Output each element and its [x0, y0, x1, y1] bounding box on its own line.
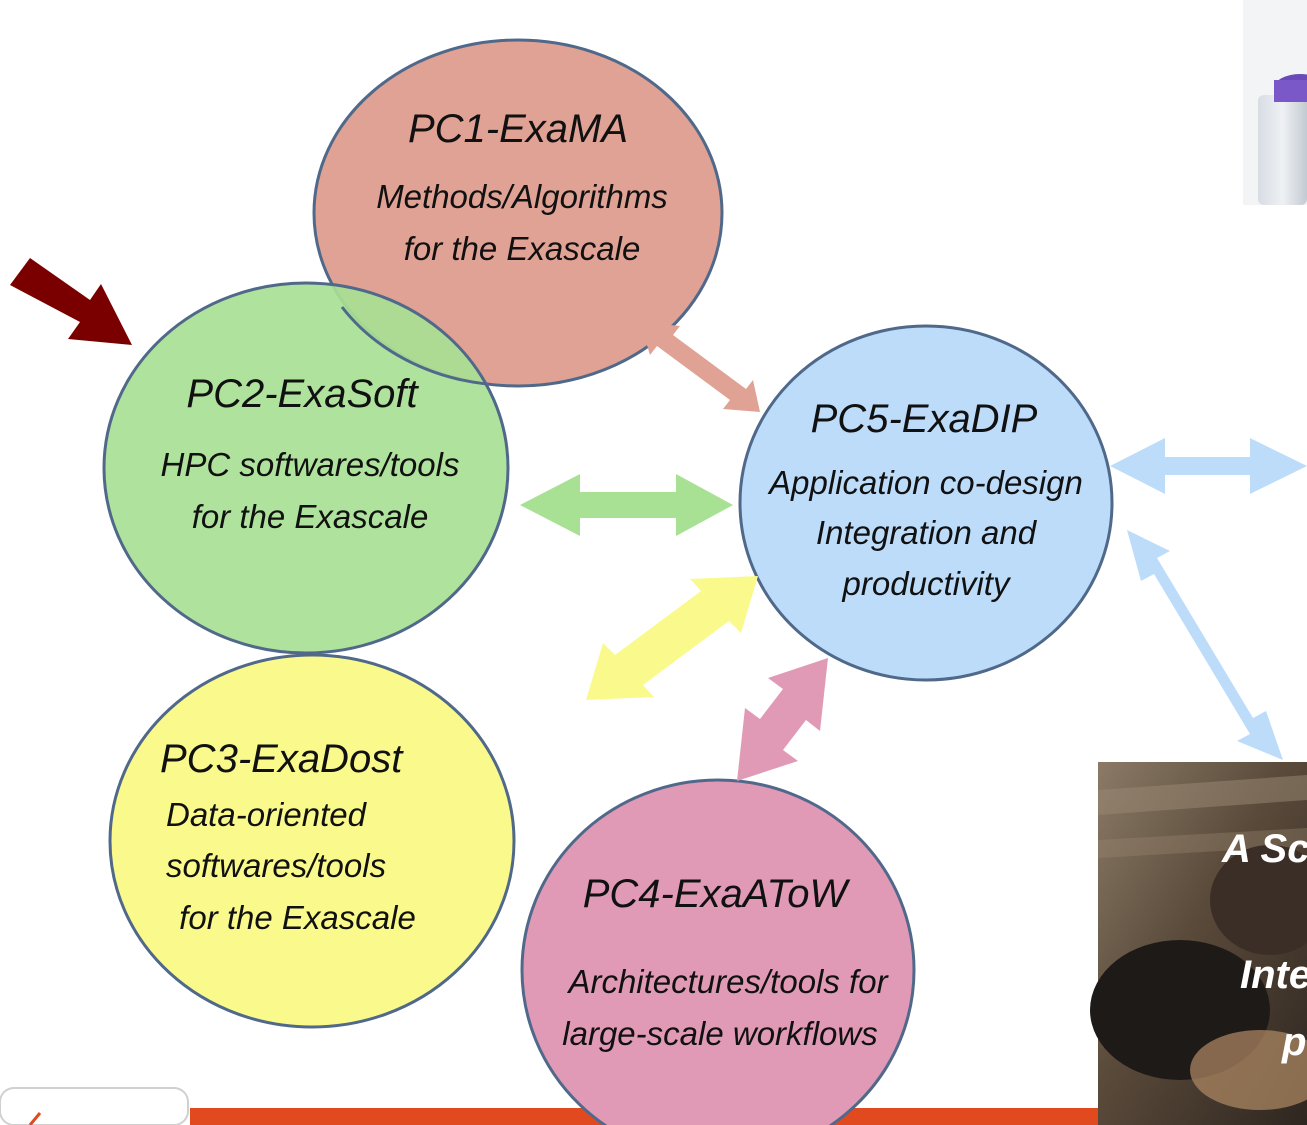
pc4-circle[interactable] — [520, 778, 916, 1125]
pc1-circle[interactable] — [312, 38, 724, 388]
highlight-arrow-icon — [10, 258, 132, 345]
pc4-title: PC4-ExaAToW — [583, 872, 851, 916]
arrow-pc1-pc5 — [640, 322, 760, 412]
photo-overlay-line3: p — [1281, 1020, 1306, 1064]
pc5-circle[interactable] — [738, 324, 1114, 682]
pc1-desc-line1: Methods/Algorithms — [376, 178, 668, 215]
workers-photo: A Sc Inte p — [1090, 762, 1307, 1125]
pc1-overlap-outline — [340, 306, 488, 386]
pc2-desc-line2: for the Exascale — [192, 498, 429, 535]
pc3-circle[interactable] — [108, 653, 516, 1029]
photo-overlay-line1: A Sc — [1221, 827, 1307, 871]
pc3-desc-line3: for the Exascale — [170, 899, 416, 936]
logo-mark-icon — [28, 1112, 42, 1125]
photo-overlay-line2: Inte — [1240, 953, 1307, 997]
pc3-title: PC3-ExaDost — [160, 737, 404, 781]
vial-photo — [1243, 0, 1307, 205]
pc1-desc-line2: for the Exascale — [404, 230, 641, 267]
pc5-desc-line3: productivity — [842, 565, 1012, 602]
arrow-pc2-pc5 — [520, 474, 733, 536]
pc3-desc-line2: softwares/tools — [166, 847, 386, 884]
arrow-pc3-pc5 — [586, 576, 758, 700]
footer-logo-tab — [0, 1087, 189, 1125]
pc5-title: PC5-ExaDIP — [811, 397, 1038, 441]
pc3-desc-line1: Data-oriented — [166, 796, 368, 833]
pc5-desc-line1: Application co-design — [767, 464, 1083, 501]
pc5-desc-line2: Integration and — [816, 514, 1038, 551]
arrow-pc5-photo — [1127, 530, 1283, 760]
arrow-pc5-right — [1110, 438, 1307, 494]
pc4-desc-line2: large-scale workflows — [562, 1015, 877, 1052]
pc2-title: PC2-ExaSoft — [186, 372, 419, 416]
pc2-circle[interactable] — [102, 281, 510, 655]
pc4-desc-line1: Architectures/tools for — [566, 963, 889, 1000]
pc2-desc-line1: HPC softwares/tools — [161, 446, 460, 483]
pc1-title: PC1-ExaMA — [408, 107, 628, 151]
arrow-pc4-pc5 — [737, 658, 828, 781]
